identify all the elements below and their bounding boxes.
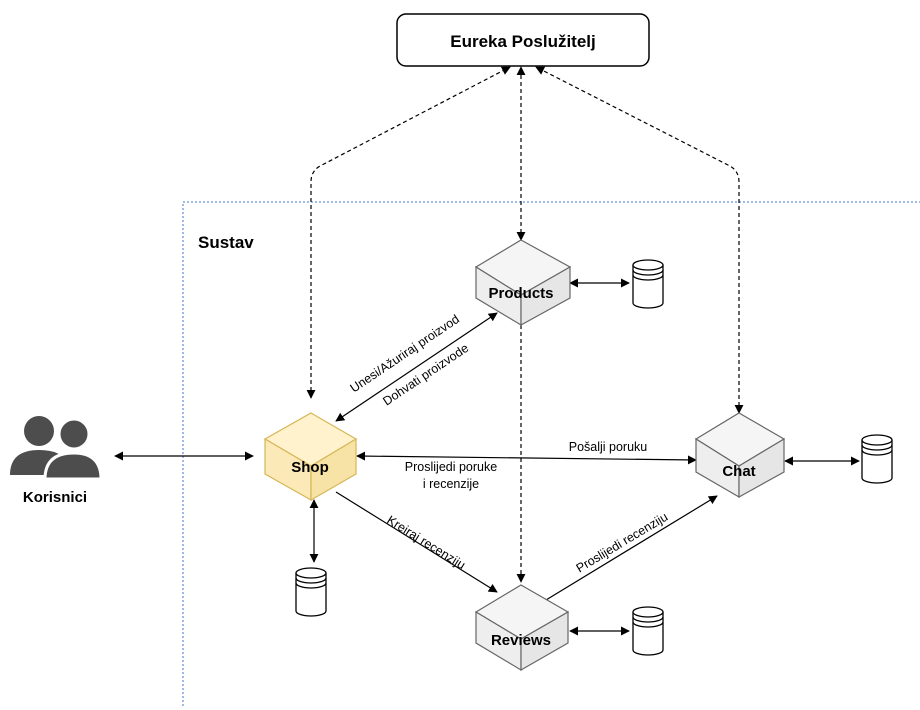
shop-service-node[interactable]: Shop xyxy=(263,412,358,502)
edge-shop-chat xyxy=(356,451,697,465)
products-label: Products xyxy=(488,285,553,302)
edge-label-forward-review: Proslijedi recenziju xyxy=(574,510,671,576)
eureka-server-label: Eureka Poslužitelj xyxy=(450,32,596,51)
products-service-node[interactable]: Products xyxy=(474,239,572,327)
system-label: Sustav xyxy=(198,233,254,252)
chat-db-icon xyxy=(861,434,893,484)
edge-reviews-chat xyxy=(545,495,718,601)
users-icon xyxy=(10,416,103,481)
shop-db-icon xyxy=(295,567,327,617)
edge-label-create-review: Kreiraj recenziju xyxy=(384,513,467,572)
chat-service-node[interactable]: Chat xyxy=(694,412,786,499)
reviews-db-icon xyxy=(632,606,664,656)
edge-label-forward-line1: Proslijedi poruke xyxy=(405,460,497,474)
users-label: Korisnici xyxy=(23,489,87,506)
edge-label-forward-line2: i recenzije xyxy=(423,477,479,491)
edge-chat-eureka xyxy=(535,66,744,414)
products-db-icon xyxy=(632,259,664,309)
reviews-service-node[interactable]: Reviews xyxy=(474,584,570,672)
shop-label: Shop xyxy=(291,459,329,476)
edge-shop-products xyxy=(335,312,498,422)
reviews-label: Reviews xyxy=(491,632,551,649)
system-boundary xyxy=(182,201,920,706)
eureka-server-node[interactable]: Eureka Poslužitelj xyxy=(396,13,650,67)
edge-label-send-message: Pošalji poruku xyxy=(569,440,648,454)
edge-shop-eureka xyxy=(306,66,511,399)
edge-shop-reviews xyxy=(335,491,498,593)
chat-label: Chat xyxy=(722,463,755,480)
edge-label-fetch-products: Dohvati proizvode xyxy=(380,341,471,409)
